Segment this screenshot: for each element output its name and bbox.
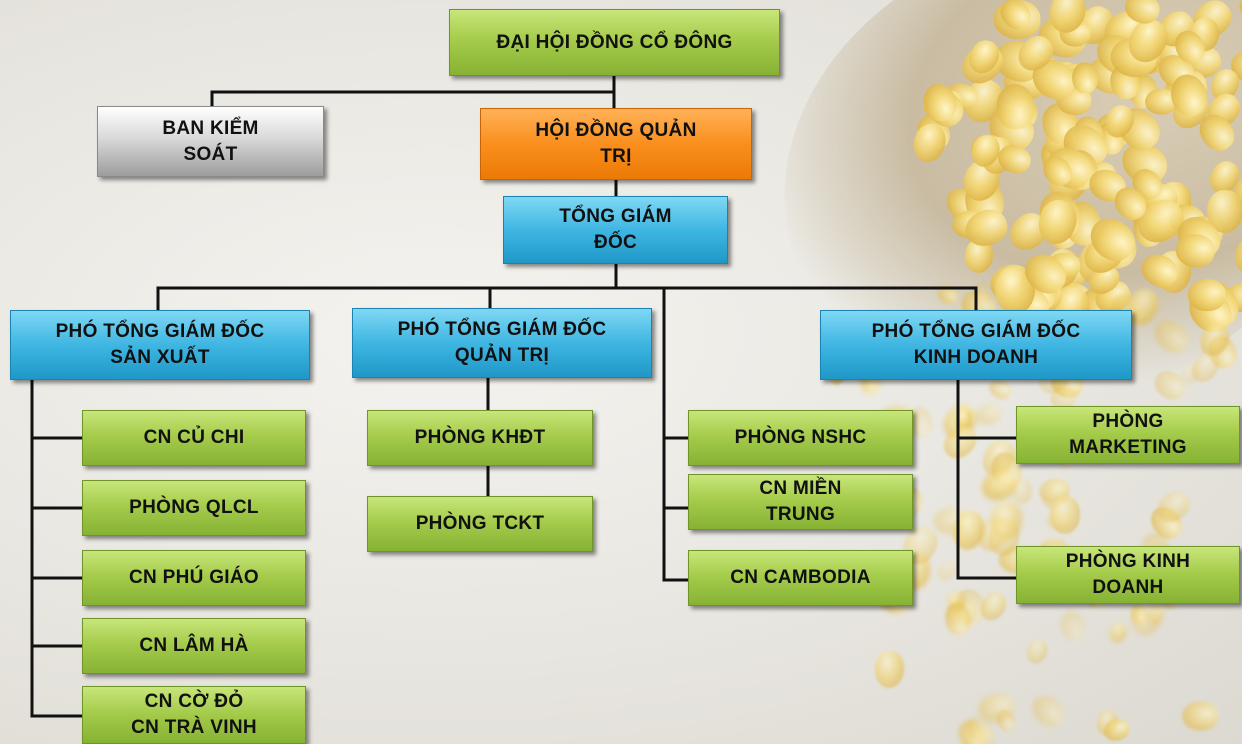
node-pho-tgd-san-xuat: PHÓ TỔNG GIÁM ĐỐC SẢN XUẤT [10,310,310,380]
node-label-line: CN MIỀN [759,478,842,500]
node-phong-qlcl: PHÒNG QLCL [82,480,306,536]
node-cn-co-do-tra-vinh: CN CỜ ĐỎ CN TRÀ VINH [82,686,306,744]
node-label-line: PHÒNG NSHC [734,427,867,449]
node-label-line: PHÓ TỔNG GIÁM ĐỐC [871,321,1081,343]
node-cn-phu-giao: CN PHÚ GIÁO [82,550,306,606]
node-pho-tgd-kinh-doanh: PHÓ TỔNG GIÁM ĐỐC KINH DOANH [820,310,1132,380]
node-phong-nshc: PHÒNG NSHC [688,410,913,466]
node-hoi-dong-quan-tri: HỘI ĐỒNG QUẢN TRỊ [480,108,752,180]
node-label-line: BAN KIỂM [162,117,259,139]
node-label-line: TỔNG GIÁM [559,206,672,228]
node-label-line: HỘI ĐỒNG QUẢN [535,120,697,142]
node-dai-hoi-dong-co-dong: ĐẠI HỘI ĐỒNG CỔ ĐÔNG [449,9,780,76]
node-label-line: MARKETING [1069,437,1187,458]
node-label-line: CN TRÀ VINH [131,717,257,738]
node-label-line: ĐẠI HỘI ĐỒNG CỔ ĐÔNG [496,31,733,53]
node-label-line: CN CỜ ĐỎ [144,691,244,713]
node-label-line: PHÒNG QLCL [129,497,259,519]
node-cn-lam-ha: CN LÂM HÀ [82,618,306,674]
node-tong-giam-doc: TỔNG GIÁM ĐỐC [503,196,728,264]
node-label-line: TRỊ [600,146,632,167]
node-pho-tgd-quan-tri: PHÓ TỔNG GIÁM ĐỐC QUẢN TRỊ [352,308,652,378]
node-label-line: KINH DOANH [913,347,1039,368]
node-label-line: CN CỦ CHI [143,427,245,449]
node-label-line: PHÒNG KHĐT [414,427,546,449]
node-label-line: PHÒNG TCKT [415,513,545,535]
node-cn-cu-chi: CN CỦ CHI [82,410,306,466]
node-label-line: PHÓ TỔNG GIÁM ĐỐC [397,319,607,341]
node-label-line: PHÒNG KINH [1065,551,1191,573]
node-label-line: SOÁT [183,143,238,165]
node-phong-marketing: PHÒNG MARKETING [1016,406,1240,464]
node-phong-tckt: PHÒNG TCKT [367,496,593,552]
node-ban-kiem-soat: BAN KIỂM SOÁT [97,106,324,177]
node-label-line: CN PHÚ GIÁO [129,567,259,589]
node-cn-mien-trung: CN MIỀN TRUNG [688,474,913,530]
node-phong-khdt: PHÒNG KHĐT [367,410,593,466]
corn-kernel [1049,496,1081,535]
node-label-line: CN LÂM HÀ [139,635,249,657]
node-label-line: TRUNG [765,504,836,525]
node-label-line: DOANH [1092,577,1164,598]
node-phong-kinh-doanh: PHÒNG KINH DOANH [1016,546,1240,604]
node-label-line: CN CAMBODIA [730,567,871,589]
node-label-line: SẢN XUẤT [110,347,210,368]
node-label-line: PHÓ TỔNG GIÁM ĐỐC [55,321,265,343]
node-label-line: QUẢN TRỊ [454,345,550,366]
node-label-line: PHÒNG [1092,411,1164,433]
node-label-line: ĐỐC [593,232,638,253]
node-cn-cambodia: CN CAMBODIA [688,550,913,606]
